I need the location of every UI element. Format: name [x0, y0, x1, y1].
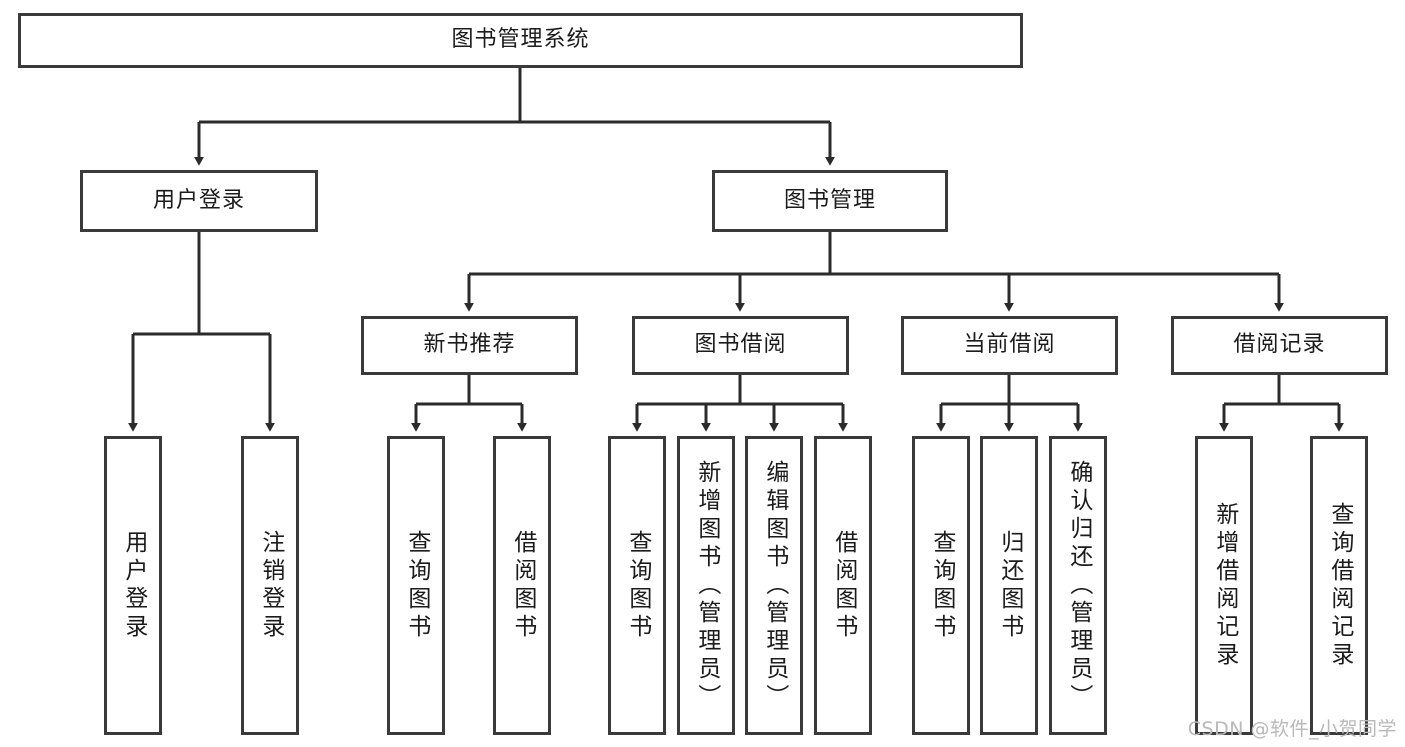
node-borrow-record[interactable]: 借阅记录: [1171, 316, 1388, 375]
node-leaf-label: 确认归还（管理员）: [1065, 459, 1092, 712]
node-leaf-borrow-add-book-admin[interactable]: 新增图书（管理员）: [677, 436, 735, 735]
node-leaf-label: 查询图书: [624, 529, 651, 642]
node-root-book-management-system[interactable]: 图书管理系统: [18, 13, 1023, 68]
node-leaf-new-book-borrow[interactable]: 借阅图书: [493, 436, 551, 735]
node-book-borrow[interactable]: 图书借阅: [632, 316, 849, 375]
node-borrow-record-label: 借阅记录: [1233, 332, 1326, 358]
node-leaf-label: 新增借阅记录: [1211, 501, 1238, 670]
node-leaf-record-query-record[interactable]: 查询借阅记录: [1310, 436, 1368, 735]
node-leaf-label: 归还图书: [996, 529, 1023, 642]
node-user-login[interactable]: 用户登录: [80, 170, 318, 232]
node-leaf-user-login-login[interactable]: 用户登录: [104, 436, 162, 735]
node-leaf-label: 编辑图书（管理员）: [761, 459, 788, 712]
node-current-borrow-label: 当前借阅: [963, 332, 1056, 358]
node-leaf-current-return-book[interactable]: 归还图书: [980, 436, 1038, 735]
node-leaf-current-confirm-return-admin[interactable]: 确认归还（管理员）: [1049, 436, 1107, 735]
node-user-login-label: 用户登录: [152, 187, 245, 213]
node-new-book-recommend-label: 新书推荐: [423, 332, 516, 358]
node-leaf-borrow-query-book[interactable]: 查询图书: [608, 436, 666, 735]
node-leaf-label: 查询图书: [928, 529, 955, 642]
node-leaf-user-login-logout[interactable]: 注销登录: [241, 436, 299, 735]
csdn-watermark: CSDN @软件_小贺同学: [1187, 718, 1397, 740]
node-leaf-record-add-record[interactable]: 新增借阅记录: [1195, 436, 1253, 735]
node-book-borrow-label: 图书借阅: [694, 332, 787, 358]
node-leaf-label: 借阅图书: [830, 529, 857, 642]
node-current-borrow[interactable]: 当前借阅: [901, 316, 1118, 375]
node-leaf-borrow-edit-book-admin[interactable]: 编辑图书（管理员）: [745, 436, 803, 735]
node-leaf-label: 新增图书（管理员）: [693, 459, 720, 712]
node-leaf-label: 查询图书: [403, 529, 430, 642]
node-leaf-borrow-borrow-book[interactable]: 借阅图书: [814, 436, 872, 735]
node-book-management-label: 图书管理: [783, 187, 876, 213]
node-leaf-label: 注销登录: [257, 529, 284, 642]
node-book-management[interactable]: 图书管理: [712, 170, 948, 232]
node-root-label: 图书管理系统: [451, 27, 590, 53]
node-leaf-label: 查询借阅记录: [1326, 501, 1353, 670]
node-leaf-current-query-book[interactable]: 查询图书: [912, 436, 970, 735]
node-new-book-recommend[interactable]: 新书推荐: [361, 316, 578, 375]
node-leaf-new-book-query[interactable]: 查询图书: [387, 436, 445, 735]
node-leaf-label: 用户登录: [120, 529, 147, 642]
node-leaf-label: 借阅图书: [509, 529, 536, 642]
